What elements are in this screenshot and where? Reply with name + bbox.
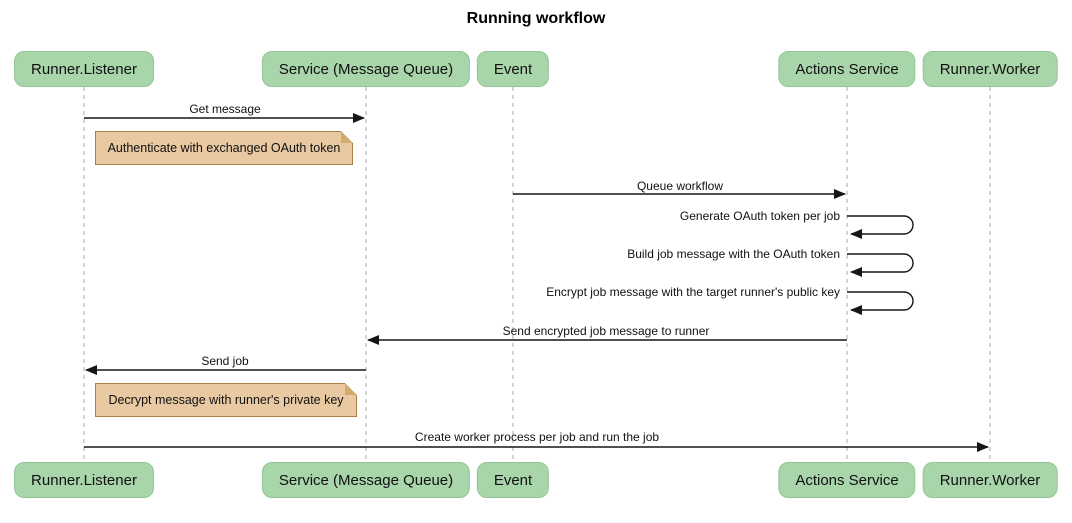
message-arrows (84, 113, 989, 452)
self-loop-build-job-message (847, 253, 914, 277)
self-loop-generate-oauth-token (847, 215, 914, 239)
message-label-encrypt-job-message: Encrypt job message with the target runn… (546, 285, 840, 299)
participant-bottom-runner-worker: Runner.Worker (922, 462, 1058, 498)
participant-top-event: Event (476, 51, 550, 87)
participant-bottom-event: Event (476, 462, 550, 498)
message-label-queue-workflow: Queue workflow (636, 179, 724, 193)
participant-top-runner-worker: Runner.Worker (922, 51, 1058, 87)
message-label-create-worker-process: Create worker process per job and run th… (414, 430, 660, 444)
participant-top-actions-service: Actions Service (778, 51, 916, 87)
lifelines (83, 87, 991, 462)
note-text: Decrypt message with runner's private ke… (108, 393, 344, 407)
participant-bottom-actions-service: Actions Service (778, 462, 916, 498)
message-label-build-job-message: Build job message with the OAuth token (627, 247, 840, 261)
note-decrypt-message: Decrypt message with runner's private ke… (95, 383, 357, 417)
participant-bottom-service-message-queue: Service (Message Queue) (261, 462, 471, 498)
note-text: Authenticate with exchanged OAuth token (107, 141, 341, 155)
participant-bottom-runner-listener: Runner.Listener (14, 462, 154, 498)
message-label-get-message: Get message (189, 102, 261, 116)
message-label-generate-oauth-token: Generate OAuth token per job (679, 209, 840, 223)
message-label-send-job: Send job (201, 354, 249, 368)
participant-top-runner-listener: Runner.Listener (14, 51, 154, 87)
self-loop-encrypt-job-message (847, 291, 914, 315)
participant-top-service-message-queue: Service (Message Queue) (261, 51, 471, 87)
diagram-title: Running workflow (466, 10, 606, 27)
message-label-send-encrypted-job: Send encrypted job message to runner (502, 324, 710, 338)
note-authenticate-oauth: Authenticate with exchanged OAuth token (95, 131, 353, 165)
